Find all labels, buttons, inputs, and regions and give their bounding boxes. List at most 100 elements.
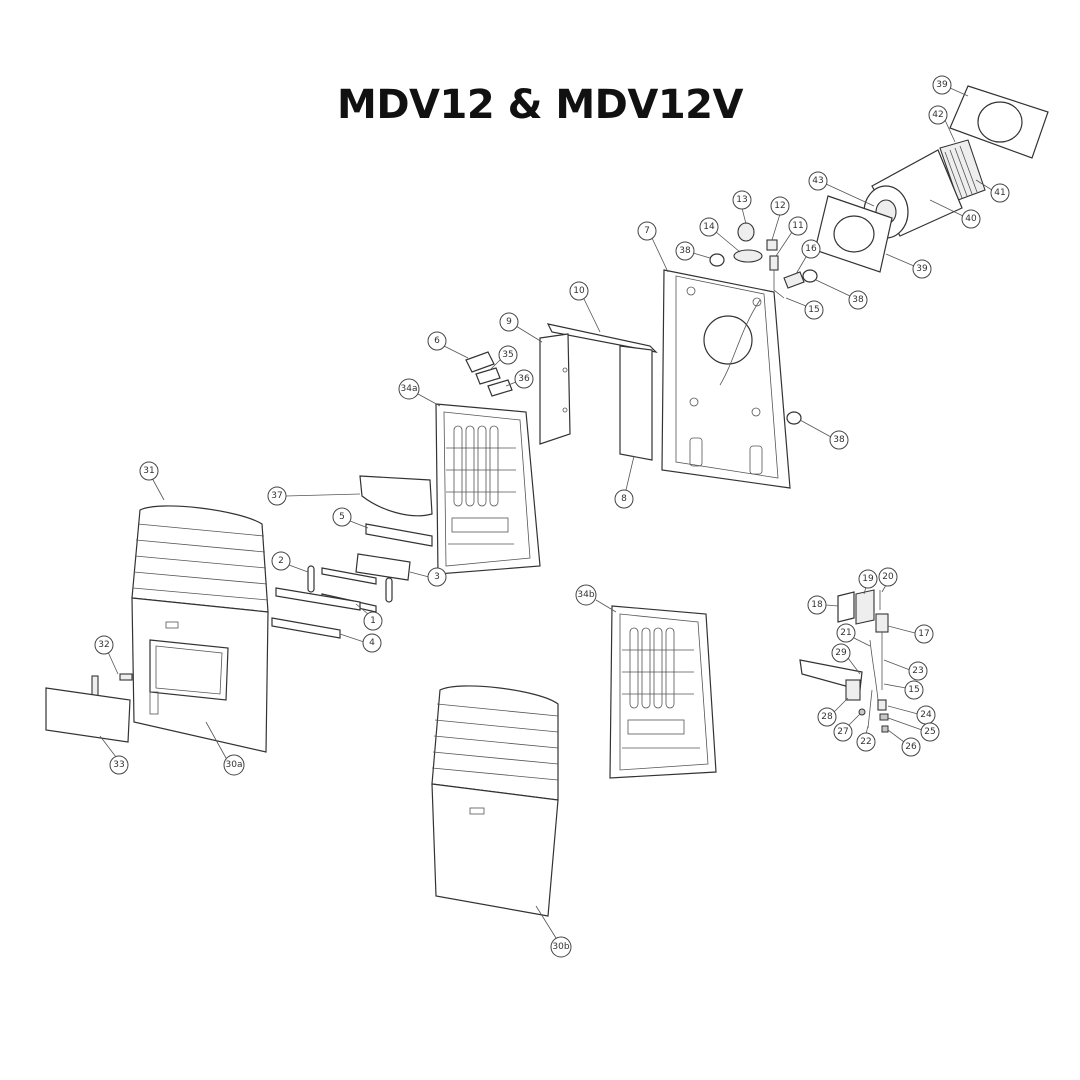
clip-2	[307, 565, 315, 593]
svg-text:31: 31	[143, 466, 154, 476]
callout-15: 15	[785, 297, 824, 320]
svg-text:4: 4	[369, 638, 375, 648]
svg-text:18: 18	[811, 600, 823, 610]
svg-text:2: 2	[278, 556, 284, 566]
svg-text:43: 43	[812, 176, 823, 186]
svg-text:30b: 30b	[552, 942, 569, 952]
svg-text:22: 22	[860, 737, 871, 747]
callout-19: 19	[858, 569, 878, 595]
svg-text:38: 38	[833, 435, 845, 445]
svg-text:40: 40	[965, 214, 977, 224]
svg-text:39: 39	[916, 264, 928, 274]
nut-25	[879, 713, 889, 721]
svg-text:6: 6	[434, 336, 440, 346]
svg-text:37: 37	[271, 491, 282, 501]
svg-text:34a: 34a	[401, 384, 418, 394]
callout-7: 7	[637, 221, 669, 273]
heat-exchanger-34a	[435, 403, 541, 575]
callout-9: 9	[499, 312, 543, 343]
callout-13: 13	[732, 190, 752, 225]
callout-42: 42	[928, 105, 956, 143]
callout-35: 35	[489, 345, 518, 371]
svg-text:29: 29	[835, 648, 847, 658]
wall-plate-39	[814, 195, 893, 273]
svg-text:17: 17	[918, 629, 929, 639]
callout-28: 28	[817, 697, 849, 727]
svg-text:1: 1	[370, 616, 376, 626]
cabinet-30a	[131, 597, 269, 753]
valve-11	[769, 255, 785, 299]
svg-text:15: 15	[808, 305, 819, 315]
callout-1: 1	[355, 603, 383, 631]
callout-27: 27	[833, 713, 861, 742]
heat-exchanger-34b	[609, 605, 717, 779]
callout-21: 21	[836, 623, 871, 647]
bracket-28	[845, 679, 861, 701]
plate-3	[355, 553, 411, 581]
callout-16: 16	[795, 239, 821, 275]
spacer-38	[802, 269, 818, 283]
svg-text:38: 38	[679, 246, 691, 256]
callout-30a: 30a	[205, 721, 245, 776]
callout-4: 4	[339, 633, 382, 653]
gasket-36	[487, 379, 513, 397]
svg-text:36: 36	[518, 374, 530, 384]
top-baffle-10	[546, 323, 658, 353]
svg-text:11: 11	[792, 221, 803, 231]
svg-text:25: 25	[924, 727, 935, 737]
callout-26: 26	[887, 729, 921, 757]
callout-5: 5	[332, 507, 369, 529]
svg-text:39: 39	[936, 80, 948, 90]
callout-24: 24	[887, 705, 936, 725]
callout-11: 11	[775, 216, 808, 257]
callout-22: 22	[856, 725, 876, 752]
svg-text:15: 15	[908, 685, 919, 695]
callout-34a: 34a	[398, 378, 441, 407]
callout-40: 40	[929, 199, 981, 229]
callout-2: 2	[271, 551, 309, 573]
svg-text:16: 16	[805, 244, 817, 254]
back-panel-7	[661, 269, 791, 489]
svg-text:7: 7	[644, 226, 650, 236]
svg-text:42: 42	[932, 110, 943, 120]
control-board-19	[855, 589, 875, 625]
igniter-button-12	[766, 239, 778, 251]
cabinet-30b	[431, 685, 559, 917]
svg-text:35: 35	[502, 350, 513, 360]
shield-18	[837, 591, 855, 623]
electrode-22	[867, 689, 873, 729]
callout-33: 33	[99, 735, 129, 775]
svg-text:38: 38	[852, 295, 864, 305]
pilot-assembly-17	[875, 613, 889, 690]
screw-26	[881, 725, 889, 733]
svg-text:26: 26	[905, 742, 917, 752]
callout-20: 20	[878, 567, 898, 593]
callout-25: 25	[887, 717, 940, 742]
wall-plate-39	[949, 85, 1049, 159]
hinge-32	[91, 673, 133, 697]
svg-text:24: 24	[920, 710, 932, 720]
gasket-35	[475, 367, 501, 385]
callout-layer: 39 42 41 43 40 39 13	[94, 75, 1010, 958]
svg-text:23: 23	[912, 666, 923, 676]
svg-text:8: 8	[621, 494, 627, 504]
orifice-24	[877, 699, 887, 711]
spacer-38	[709, 253, 725, 267]
rail-1	[275, 587, 361, 611]
callout-12: 12	[770, 196, 790, 241]
svg-text:12: 12	[774, 201, 785, 211]
svg-text:30a: 30a	[226, 760, 243, 770]
svg-text:3: 3	[434, 572, 440, 582]
callout-38: 38	[675, 241, 711, 261]
callout-3: 3	[409, 567, 447, 587]
callout-34b: 34b	[575, 584, 617, 613]
svg-text:41: 41	[994, 188, 1005, 198]
callout-15: 15	[883, 680, 924, 700]
callout-36: 36	[505, 369, 534, 389]
side-shield-8	[619, 345, 653, 461]
svg-text:14: 14	[703, 222, 715, 232]
callout-37: 37	[267, 486, 361, 506]
plate-6	[465, 351, 495, 373]
callout-6: 6	[427, 331, 469, 359]
callout-43: 43	[808, 171, 875, 207]
